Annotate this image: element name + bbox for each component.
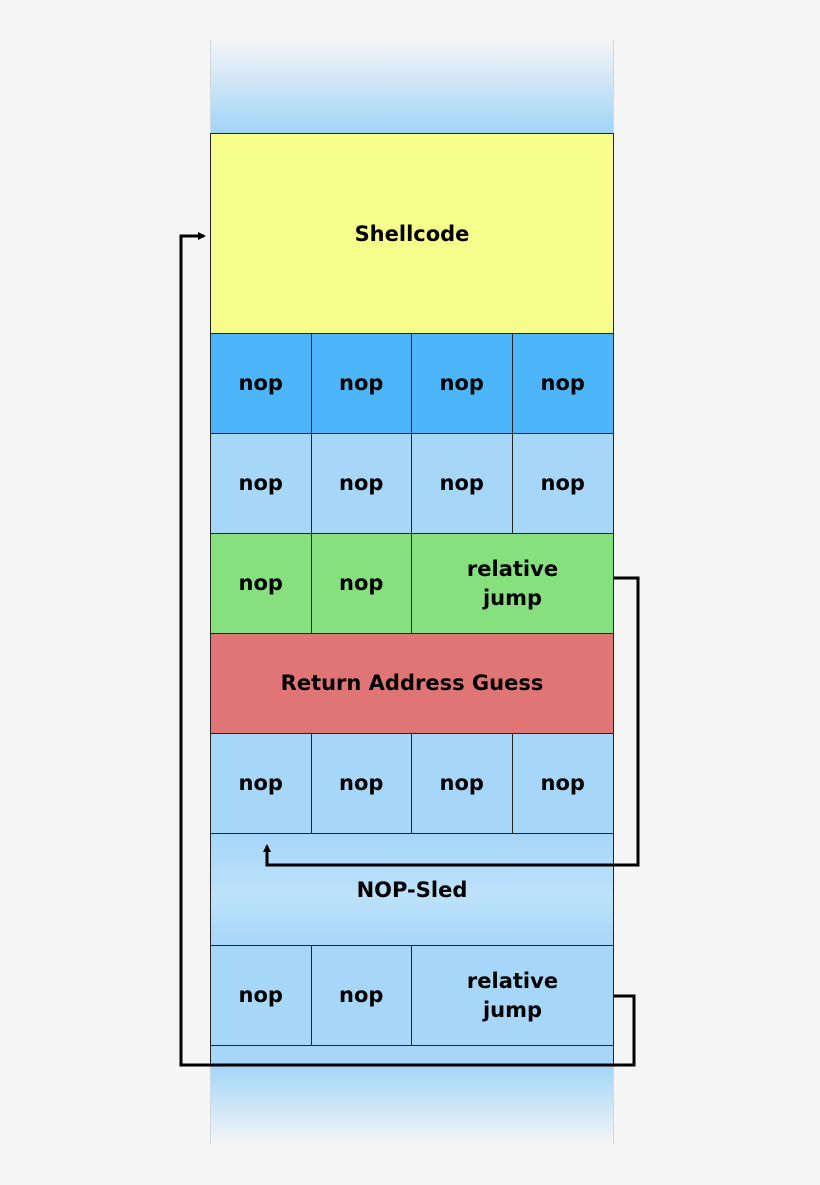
nop-cell: nop (412, 434, 513, 533)
nop-cell: nop (211, 334, 312, 433)
relative-jump-cell: relative jump (412, 946, 613, 1045)
nop-cell: nop (211, 434, 312, 533)
nop-row-2: nop nop nop nop (210, 433, 614, 533)
relative-jump-line2: jump (482, 997, 543, 1022)
nop-cell: nop (211, 534, 312, 633)
nop-sled-band: NOP-Sled (210, 833, 614, 945)
shellcode-label: Shellcode (354, 221, 470, 246)
relative-jump-cell: relative jump (412, 534, 613, 633)
jump-row-top: nop nop relative jump (210, 533, 614, 633)
nop-cell: nop (540, 771, 585, 795)
relative-jump-line1: relative (466, 556, 559, 581)
nop-cell: nop (211, 946, 312, 1045)
jump-arrow-to-sled (263, 576, 640, 867)
nop-sled-label: NOP-Sled (356, 877, 468, 902)
nop-cell: nop (312, 434, 412, 533)
stack-tail-row (210, 1045, 614, 1064)
nop-cell: nop (211, 734, 312, 833)
stack-bottom-fade (210, 1064, 614, 1144)
nop-row-3: nop nop nop nop (210, 733, 614, 833)
jump-arrow-to-shellcode (179, 232, 636, 1067)
nop-cell: nop (312, 734, 412, 833)
nop-cell: nop (312, 946, 412, 1045)
shellcode-block: Shellcode (210, 133, 614, 333)
jump-row-bottom: nop nop relative jump (210, 945, 614, 1045)
nop-cell: nop (540, 371, 585, 395)
return-address-row: Return Address Guess (210, 633, 614, 733)
nop-cell: nop (312, 334, 412, 433)
nop-cell: nop (412, 734, 513, 833)
nop-row-1: nop nop nop nop (210, 333, 614, 433)
return-address-label: Return Address Guess (280, 671, 544, 695)
relative-jump-line1: relative (466, 968, 559, 993)
nop-cell: nop (312, 534, 412, 633)
nop-cell: nop (412, 334, 513, 433)
stack-top-fade (210, 40, 614, 133)
nop-cell: nop (540, 471, 585, 495)
relative-jump-line2: jump (482, 585, 543, 610)
